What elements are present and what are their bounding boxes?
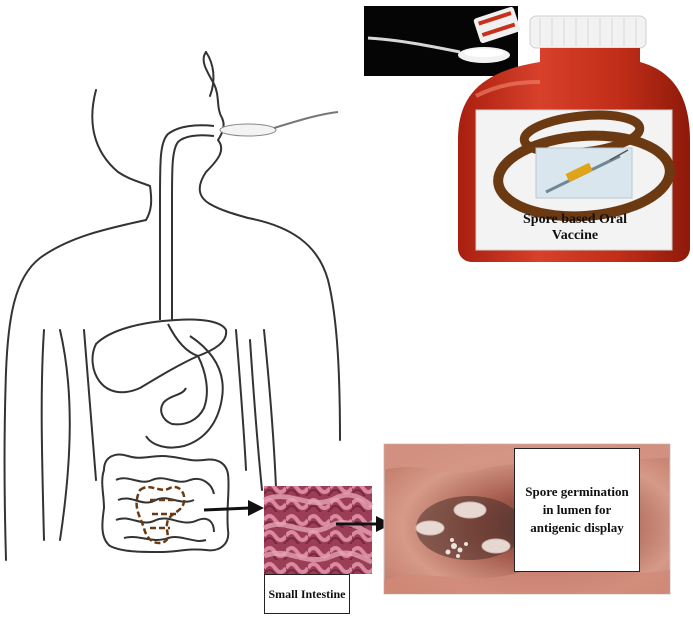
intestines <box>102 455 228 552</box>
small-intestine-tissue-image <box>264 486 372 574</box>
germination-label: Spore germination in lumen for antigenic… <box>514 448 640 572</box>
arrow-to-intestine-tissue <box>204 500 264 516</box>
spoon-at-mouth-icon <box>220 112 338 136</box>
small-intestine-label: Small Intestine <box>264 574 350 614</box>
liver-and-stomach <box>93 319 227 447</box>
vaccine-label: Spore based Oral Vaccine <box>512 212 638 244</box>
syringe-icon <box>536 148 632 198</box>
spoon-photo <box>364 6 521 76</box>
esophagus <box>160 125 214 320</box>
small-intestine-highlight <box>137 487 185 543</box>
